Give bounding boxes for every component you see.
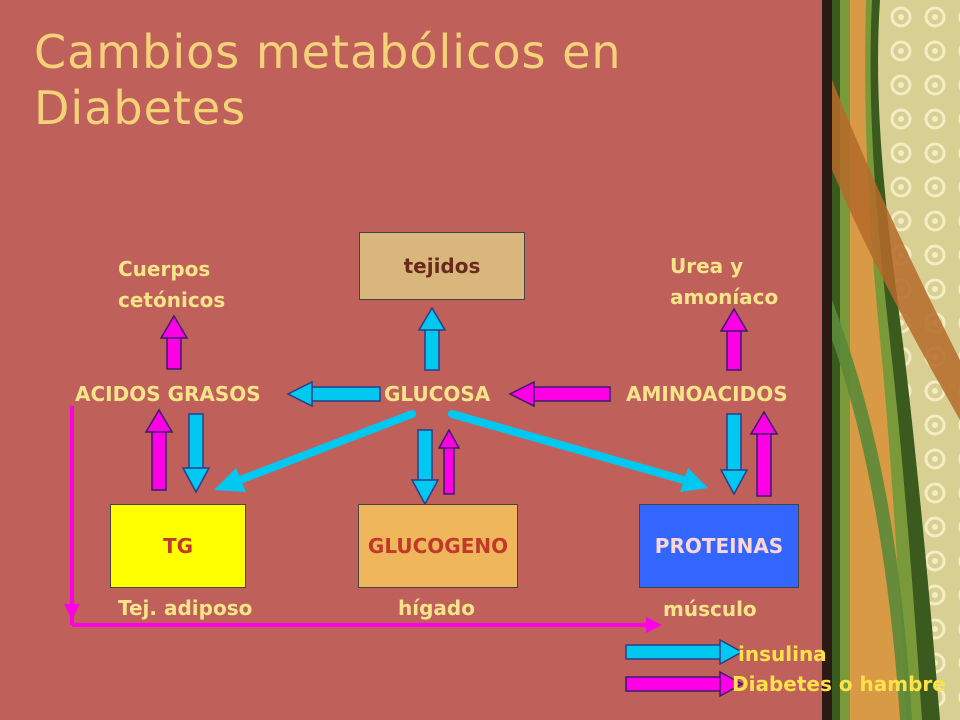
arrow-acidos-to-tg <box>181 413 211 494</box>
arrow-glucosa-to-tg <box>214 410 416 492</box>
arrow-glucosa-to-tejidos <box>417 306 447 371</box>
arrow-aminoacidos-to-proteinas <box>719 413 749 496</box>
legend-arrow-diabetes <box>625 670 744 698</box>
tg-label: TG <box>162 534 194 558</box>
glucogeno-label: GLUCOGENO <box>367 534 509 558</box>
arrow-glucogeno-to-glucosa <box>437 428 461 495</box>
acidos-grasos-label: ACIDOS GRASOS <box>75 382 261 406</box>
arrow-glucosa-to-proteinas <box>448 410 708 492</box>
arrow-aminoacidos-to-urea <box>719 307 749 371</box>
arrow-proteinas-to-aminoacidos <box>749 410 779 497</box>
tejidos-box: tejidos <box>359 232 525 300</box>
legend-arrow-insulina <box>625 638 744 666</box>
higado-label: hígado <box>398 596 475 620</box>
urea-amoniaco-label: Urea y amoníaco <box>670 254 779 309</box>
arrow-acidos-to-musculo <box>64 406 662 633</box>
tejidos-label: tejidos <box>403 254 481 278</box>
arrow-acidos-to-cuerpos <box>159 314 189 370</box>
proteinas-label: PROTEINAS <box>654 534 784 558</box>
aminoacidos-label: AMINOACIDOS <box>626 382 788 406</box>
legend-diabetes-label: Diabetes o hambre <box>732 672 946 696</box>
cuerpos-cetonicos-label: Cuerpos cetónicos <box>118 257 226 312</box>
proteinas-box: PROTEINAS <box>639 504 799 588</box>
slide-title: Cambios metabólicos en Diabetes <box>34 25 622 135</box>
musculo-label: músculo <box>663 597 757 621</box>
arrow-aminoacidos-to-glucosa <box>508 380 611 408</box>
glucogeno-box: GLUCOGENO <box>358 504 518 588</box>
legend-insulina-label: insulina <box>738 642 827 666</box>
glucosa-label: GLUCOSA <box>384 382 491 406</box>
arrow-tg-to-acidos <box>144 408 174 491</box>
arrow-glucosa-to-acidos <box>286 380 381 408</box>
arrow-glucosa-to-glucogeno <box>410 429 440 506</box>
tejido-adiposo-label: Tej. adiposo <box>118 596 253 620</box>
tg-box: TG <box>110 504 246 588</box>
